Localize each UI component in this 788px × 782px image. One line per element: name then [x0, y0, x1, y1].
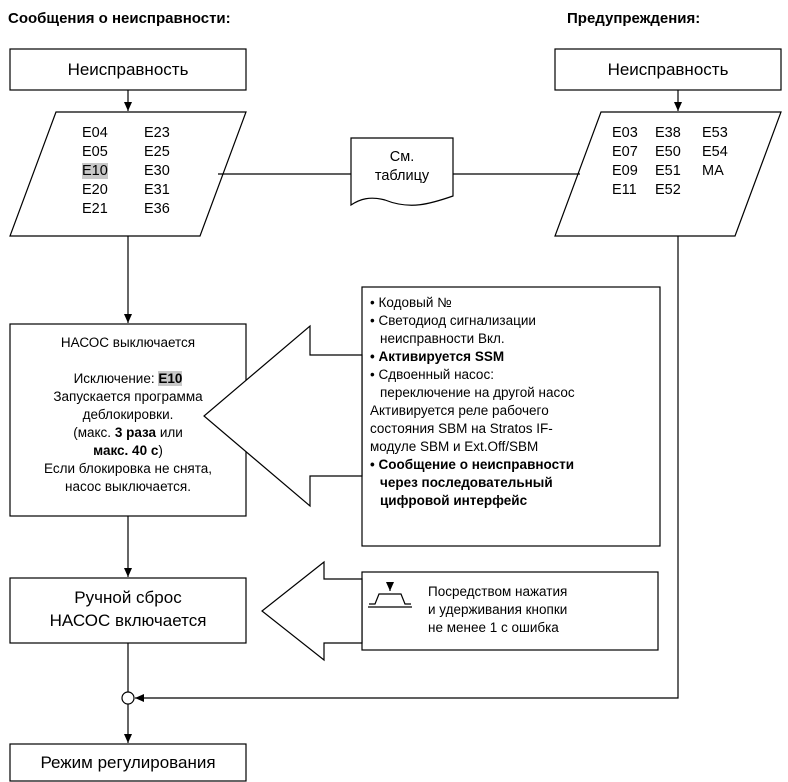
bullet: • — [370, 367, 375, 382]
action-item: Сообщение о неисправности — [378, 457, 575, 472]
warning-code: E53 — [702, 125, 728, 141]
bullet: • — [370, 457, 375, 472]
pump-off-line: насос выключается. — [65, 479, 191, 494]
action-item: Кодовый № — [378, 295, 452, 310]
manual-reset-line: НАСОС включается — [49, 611, 207, 630]
see-table-document — [350, 137, 454, 207]
exception-label: Исключение: — [73, 371, 155, 386]
right-fault-box — [554, 48, 782, 91]
fault-code: E05 — [82, 144, 108, 160]
see-table-text: См. таблицу — [351, 148, 453, 186]
fault-code: E36 — [144, 201, 170, 217]
bullet: • — [370, 313, 375, 328]
pump-off-title: НАСОС выключается — [60, 335, 196, 350]
warnings-header: Предупреждения: — [567, 10, 701, 27]
fault-codes-parallelogram — [9, 111, 247, 237]
reset-note-line: не менее 1 с ошибка — [428, 620, 559, 635]
pump-off-line: деблокировки. — [82, 407, 174, 422]
pump-off-line: Если блокировка не снята, — [43, 461, 213, 476]
action-item: Светодиод сигнализации — [378, 313, 536, 328]
fault-code: E04 — [82, 125, 108, 141]
faults-header: Сообщения о неисправности: — [8, 10, 231, 27]
action-item: неисправности Вкл. — [380, 331, 505, 346]
reset-note-text: Посредством нажатия и удерживания кнопки… — [428, 583, 656, 637]
pump-off-line: или — [159, 425, 183, 440]
exception-code: E10 — [158, 371, 183, 386]
warning-code: E54 — [702, 144, 728, 160]
see-table-line: См. — [389, 149, 415, 165]
reset-note-line: и удерживания кнопки — [428, 602, 568, 617]
actions-box — [361, 286, 661, 547]
pump-off-text: НАСОС выключается Исключение: E10 Запуск… — [10, 334, 246, 496]
control-mode-label: Режим регулирования — [40, 752, 216, 772]
fault-code: E21 — [82, 201, 108, 217]
left-fault-label: Неисправность — [67, 59, 189, 79]
action-item: через последовательный — [380, 475, 553, 490]
fault-code: E23 — [144, 125, 170, 141]
warning-code: E38 — [655, 125, 681, 141]
manual-reset-line: Ручной сброс — [74, 588, 182, 607]
warning-code: E03 — [612, 125, 638, 141]
fault-code: E20 — [82, 182, 108, 198]
action-text: модуле SBM и Ext.Off/SBM — [370, 439, 539, 454]
right-fault-label: Неисправность — [607, 59, 729, 79]
action-item: цифровой интерфейс — [380, 493, 528, 508]
warning-codes: E03 E38 E53 E07 E50 E54 E09 E51 MA E11 E52 — [612, 124, 728, 200]
reset-note-box — [361, 571, 659, 651]
action-text: состояния SBM на Stratos IF- — [370, 421, 553, 436]
pump-off-line: ) — [158, 443, 163, 458]
warning-code: E51 — [655, 163, 681, 179]
manual-reset-box — [9, 577, 247, 644]
action-item: переключение на другой насос — [380, 385, 575, 400]
connector-right-return — [135, 236, 679, 702]
warning-code: E11 — [612, 182, 637, 198]
action-item: Сдвоенный насос: — [378, 367, 494, 382]
junction-circle — [121, 691, 135, 705]
fault-code: E31 — [144, 182, 170, 198]
see-table-line: таблицу — [374, 168, 430, 184]
left-fault-box — [9, 48, 247, 91]
pump-off-line: Запускается программа — [53, 389, 203, 404]
reset-note-line: Посредством нажатия — [428, 584, 568, 599]
warning-code: E50 — [655, 144, 681, 160]
manual-reset-text: Ручной сброс НАСОС включается — [10, 586, 246, 632]
big-arrow-actions — [203, 324, 363, 508]
action-text: Активируется реле рабочего — [370, 403, 549, 418]
max-time: макс. 40 с — [93, 443, 159, 458]
pump-off-line: (макс. — [73, 425, 112, 440]
warning-code: MA — [702, 163, 724, 179]
fault-code: E25 — [144, 144, 170, 160]
warning-code: E09 — [612, 163, 638, 179]
warning-code: E07 — [612, 144, 638, 160]
big-arrow-reset — [261, 560, 363, 662]
bullet: • — [370, 295, 375, 310]
control-mode-box — [9, 743, 247, 782]
pump-off-box — [9, 323, 247, 517]
warning-code: E52 — [655, 182, 681, 198]
warning-codes-parallelogram — [554, 111, 782, 237]
bullet: • — [370, 349, 375, 364]
push-button-icon — [368, 582, 412, 608]
fault-code: E30 — [144, 163, 170, 179]
max-restarts: 3 раза — [114, 425, 157, 440]
fault-codes: E04 E23 E05 E25 E10 E30 E20 E31 E21 E36 — [82, 124, 170, 219]
actions-list: • Кодовый № • Светодиод сигнализации неи… — [370, 294, 658, 510]
fault-code-highlighted: E10 — [82, 163, 108, 179]
action-item: Активируется SSM — [378, 349, 505, 364]
